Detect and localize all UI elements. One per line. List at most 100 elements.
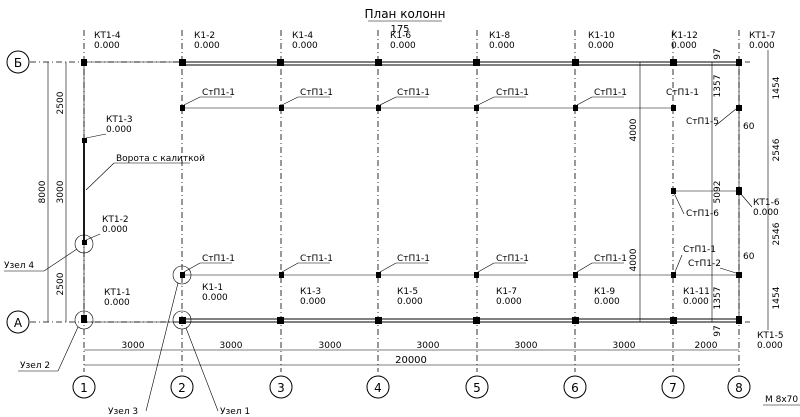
col-label-k1-1: К1-1 <box>202 283 223 293</box>
col-elev-k1-12: 0.000 <box>671 41 697 51</box>
dim-left-1: 2500 <box>56 91 66 114</box>
axis-label-4: 4 <box>374 381 382 395</box>
stp-mid: СтП1-6 <box>686 209 719 219</box>
col-label-kt1-7: КТ1-7 <box>749 31 776 41</box>
stp-lower-1: СтП1-1 <box>202 254 235 264</box>
node-label-3: Узел 3 <box>108 407 138 417</box>
col-elev-k1-6: 0.000 <box>390 41 416 51</box>
axis-label-1: 1 <box>80 381 88 395</box>
dim-left-3: 2500 <box>56 272 66 295</box>
col-label-k1-12: К1-12 <box>671 31 698 41</box>
col-label-k1-7: К1-7 <box>496 287 517 297</box>
dimension-right: 97 1454 2546 2546 1454 97 1357 5092 1357… <box>629 48 782 336</box>
gate-label: Ворота с калиткой <box>116 154 205 164</box>
col-elev-kt1-2: 0.000 <box>102 225 128 235</box>
gate-annotation: Ворота с калиткой <box>85 154 205 191</box>
col-label-kt1-1: КТ1-1 <box>104 288 131 298</box>
dim-right-2: 1454 <box>772 76 782 99</box>
col-label-kt1-5: КТ1-5 <box>757 331 784 341</box>
axis-label-2: 2 <box>178 381 186 395</box>
stp-lower-3: СтП1-1 <box>397 254 430 264</box>
stp-lower-7: СтП1-2 <box>688 259 721 269</box>
col-label-k1-9: К1-9 <box>594 287 615 297</box>
dim-bottom-2: 3000 <box>220 341 243 351</box>
col-elev-k1-10: 0.000 <box>588 41 614 51</box>
stp-lower-labels: СтП1-1 СтП1-1 СтП1-1 СтП1-1 СтП1-1 СтП1-… <box>183 192 737 274</box>
dim-right-small-2: 60 <box>743 252 755 262</box>
dim-left-total: 8000 <box>38 180 48 203</box>
col-elev-k1-5: 0.000 <box>397 297 423 307</box>
stp-upper-6: СтП1-1 <box>666 88 699 98</box>
dim-right-3: 2546 <box>772 138 782 161</box>
col-label-kt1-3: КТ1-3 <box>106 115 133 125</box>
dim-right-inner-1: 1357 <box>713 75 723 98</box>
frame-lines <box>83 61 740 323</box>
dim-bottom-6: 3000 <box>613 341 636 351</box>
axis-label-b: Б <box>14 56 22 70</box>
node-circles <box>74 234 192 330</box>
col-elev-kt1-1: 0.000 <box>104 298 130 308</box>
stp-upper-3: СтП1-1 <box>397 88 430 98</box>
col-elev-kt1-5: 0.000 <box>757 341 783 351</box>
col-label-k1-3: К1-3 <box>300 287 321 297</box>
col-elev-k1-11: 0.000 <box>683 297 709 307</box>
dim-bottom-3: 3000 <box>319 341 342 351</box>
dim-bottom-total: 20000 <box>395 355 427 366</box>
col-elev-kt1-4: 0.000 <box>94 41 120 51</box>
stp-upper-5: СтП1-1 <box>594 88 627 98</box>
dimension-bottom: 3000 3000 3000 3000 3000 3000 2000 20000 <box>84 341 739 366</box>
stp-lower-4: СтП1-1 <box>496 254 529 264</box>
col-elev-k1-4: 0.000 <box>292 41 318 51</box>
stp-upper-4: СтП1-1 <box>496 88 529 98</box>
dim-4000-a: 4000 <box>629 118 639 141</box>
dim-bottom-4: 3000 <box>417 341 440 351</box>
axis-label-7: 7 <box>669 381 677 395</box>
col-label-kt1-6: КТ1-6 <box>753 198 780 208</box>
col-elev-k1-1: 0.000 <box>202 293 228 303</box>
stp-upper-7: СтП1-5 <box>686 117 719 127</box>
dim-right-5: 1454 <box>772 286 782 309</box>
col-label-k1-2: К1-2 <box>194 31 215 41</box>
axis-lines-horizontal <box>30 61 750 323</box>
plan-title-sub: 175 <box>390 24 409 35</box>
node-labels: Узел 4 Узел 2 Узел 3 Узел 1 <box>4 248 250 417</box>
node-label-2: Узел 2 <box>20 361 50 371</box>
dim-left-2: 3000 <box>56 180 66 203</box>
dimension-left: 2500 3000 2500 8000 <box>38 62 67 322</box>
right-column-label: КТ1-6 0.000 <box>739 192 780 218</box>
stp-lower-2: СтП1-1 <box>300 254 333 264</box>
axis-bubbles-x: 1 2 3 4 5 6 7 8 <box>72 375 751 399</box>
plan-title: План колонн <box>365 7 446 21</box>
column-markers <box>81 59 742 324</box>
axis-bubbles-y: Б А <box>6 50 30 334</box>
dim-4000-b: 4000 <box>629 248 639 271</box>
col-elev-k1-3: 0.000 <box>300 297 326 307</box>
col-elev-kt1-6: 0.000 <box>753 208 779 218</box>
dim-right-small-1: 60 <box>743 122 755 132</box>
col-elev-kt1-3: 0.000 <box>106 125 132 135</box>
col-label-k1-5: К1-5 <box>397 287 418 297</box>
col-elev-k1-2: 0.000 <box>194 41 220 51</box>
col-label-k1-6: К1-6 <box>390 31 411 41</box>
stp-upper-labels: СтП1-1 СтП1-1 СтП1-1 СтП1-1 СтП1-1 СтП1-… <box>183 88 737 127</box>
col-label-kt1-4: КТ1-4 <box>94 31 121 41</box>
col-elev-kt1-7: 0.000 <box>749 41 775 51</box>
axis-label-a: А <box>14 316 23 330</box>
stp-upper-1: СтП1-1 <box>202 88 235 98</box>
axis-label-3: 3 <box>277 381 285 395</box>
dim-right-4: 2546 <box>772 222 782 245</box>
axis-label-5: 5 <box>473 381 481 395</box>
axis-label-6: 6 <box>571 381 579 395</box>
node-label-4: Узел 4 <box>4 261 34 271</box>
bottom-column-labels: КТ1-1 0.000 К1-1 0.000 К1-3 0.000 К1-5 0… <box>104 283 784 351</box>
col-label-k1-10: К1-10 <box>588 31 615 41</box>
col-label-k1-8: К1-8 <box>489 31 510 41</box>
col-elev-k1-7: 0.000 <box>496 297 522 307</box>
col-label-k1-4: К1-4 <box>292 31 313 41</box>
dim-bottom-7: 2000 <box>695 341 718 351</box>
col-elev-k1-8: 0.000 <box>489 41 515 51</box>
dim-bottom-5: 3000 <box>515 341 538 351</box>
stp-lower-5: СтП1-1 <box>594 254 627 264</box>
stp-lower-6: СтП1-1 <box>683 245 716 255</box>
